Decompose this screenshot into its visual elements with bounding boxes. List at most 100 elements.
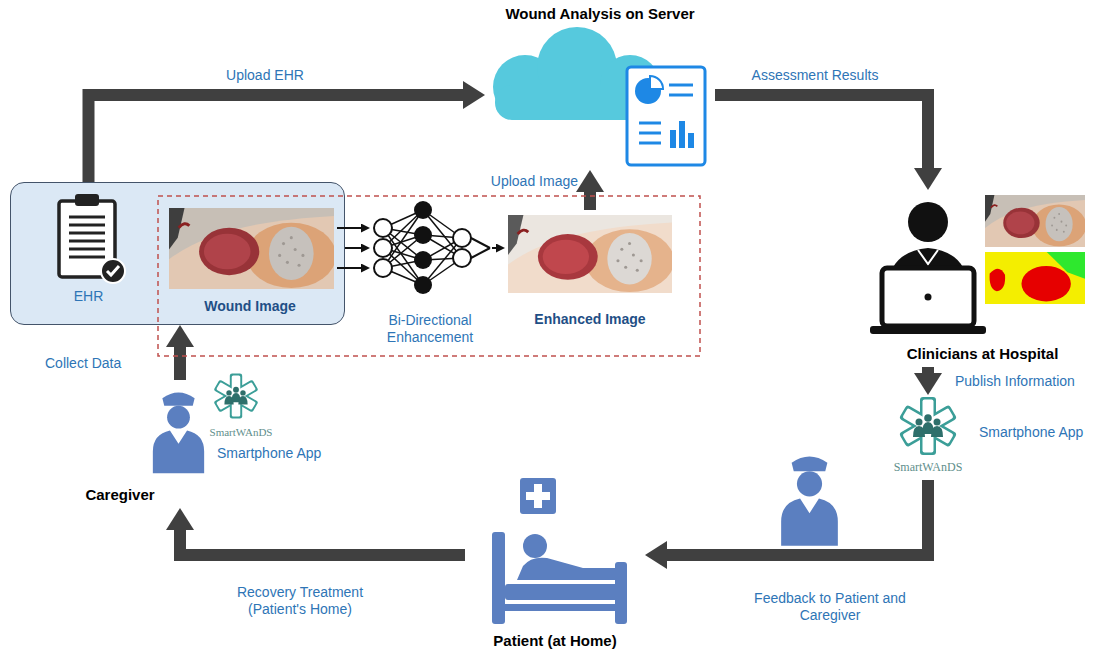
edge-label: Assessment Results: [752, 67, 879, 84]
server-node-icon: [485, 5, 715, 170]
wound-image-node-icon: [179, 224, 190, 228]
input-arrows: [337, 228, 361, 268]
caregiver-node: Caregiver: [70, 380, 210, 508]
ehr-node: EHR: [41, 187, 136, 312]
clinician-node-icon: [990, 269, 1006, 292]
input-arrow: [337, 227, 361, 229]
wound-image-node: Wound Image: [164, 201, 336, 319]
wound-image-node-icon: [169, 208, 185, 249]
clinician-node-icon: [908, 202, 948, 242]
patient-node: Patient (at Home): [465, 470, 645, 658]
edge-label-wrap: Upload EHR: [205, 66, 325, 84]
enhanced-image-node-icon: [620, 248, 623, 251]
enhancement-network-icon: [453, 229, 471, 247]
input-arrow: [337, 267, 361, 269]
flow-arrow: [715, 95, 928, 168]
enhanced-image-node-icon: [518, 230, 529, 234]
app-node-icon: [238, 396, 247, 405]
enhancement-network-icon: [414, 276, 432, 294]
enhanced-image-node-icon: [508, 215, 523, 255]
clinician-node-icon: [991, 205, 997, 208]
ehr-node-icon: [107, 266, 119, 275]
edge-label-wrap: Recovery Treatment (Patient's Home): [220, 584, 380, 618]
server-node: Wound Analysis on Server: [485, 5, 715, 170]
app-node-icon: [931, 426, 943, 437]
clinician-node-icon: [1061, 221, 1063, 223]
text-wrap: Smartphone App: [217, 444, 335, 462]
flow-arrow: [174, 347, 186, 380]
wound-image-node-icon: [247, 223, 336, 288]
node-label: EHR: [74, 288, 104, 305]
clinician-node-icon: [1021, 266, 1070, 302]
app-node-icon: [216, 382, 256, 410]
wound-image-node-icon: [169, 208, 336, 289]
enhancement-network-icon: [374, 239, 392, 257]
enhancement-frame: [158, 196, 700, 356]
nurse-icon: [781, 457, 838, 546]
edge-label-wrap: Publish Information: [955, 372, 1095, 390]
enhanced-image-node-icon: [632, 253, 635, 256]
edge-label: Upload EHR: [226, 67, 304, 84]
wound-image-node-icon: [286, 261, 289, 264]
flow-arrow: [667, 480, 928, 555]
app-node-icon: [934, 419, 941, 426]
patient-node-icon: [505, 584, 625, 600]
clinician-node-icon: [1063, 231, 1065, 233]
server-node-icon: [650, 76, 663, 89]
ehr-node-icon: [69, 216, 105, 219]
clinician-node: Clinicians at Hospital: [870, 190, 1095, 367]
flow-arrow: [584, 192, 596, 210]
clinician-node-icon: [1053, 217, 1055, 219]
server-node-icon: [639, 132, 661, 135]
server-node-icon: [688, 133, 694, 148]
wound-image-node-icon: [269, 227, 314, 280]
clinician-node-icon: [1032, 205, 1086, 247]
ehr-node-icon: [69, 240, 105, 243]
wound-image-node-icon: [199, 228, 259, 275]
clinician-node-icon: [985, 195, 994, 222]
ehr-node-icon: [69, 224, 105, 227]
enhanced-image-node-icon: [585, 229, 674, 292]
data-panel: EHR Wound Image: [10, 182, 345, 325]
enhanced-image-node-icon: [624, 266, 627, 269]
edge-label: Publish Information: [955, 373, 1075, 390]
caregiver-node-icon: [153, 393, 204, 474]
enhancement-network-icon: [471, 238, 490, 248]
patient-node-icon: [465, 470, 645, 658]
node-label: SmartWAnDS: [210, 426, 273, 439]
edge-label-wrap: Feedback to Patient and Caregiver: [740, 590, 920, 624]
edge-label-wrap: Collect Data: [45, 354, 155, 372]
node-label: SmartWAnDS: [894, 460, 963, 474]
app-node-icon: [902, 408, 953, 444]
enhanced-image-node-icon: [538, 234, 598, 280]
clinician-node-icon: [1058, 213, 1060, 215]
node-label: Wound Analysis on Server: [505, 5, 694, 23]
server-node-icon: [669, 84, 693, 87]
wound-image-node-icon: [278, 254, 281, 257]
clinician-node-icon: [882, 268, 974, 326]
text-wrap: Bi-Directional Enhancement: [370, 312, 490, 346]
node-label: Patient (at Home): [493, 632, 616, 650]
wound-image-node-icon: [298, 264, 301, 267]
text-wrap: Clinicians at Hospital: [870, 345, 1095, 363]
app-node-icon: [923, 400, 934, 453]
clinician-node-icon: [918, 250, 938, 264]
edge-label: Upload Image: [491, 173, 578, 190]
enhancement-network-icon: [414, 226, 432, 244]
node-label: Smartphone App: [979, 424, 1083, 441]
app-node: SmartWAnDS Smartphone App: [883, 395, 1093, 480]
clinician-node-icon: [925, 294, 932, 301]
enhancement-network-icon: [383, 210, 490, 285]
clinician-node-icon: [870, 190, 1095, 367]
enhancement-network: Bi-Directional Enhancement: [370, 190, 492, 360]
text-wrap: Caregiver: [70, 486, 170, 504]
ehr-node-icon: [69, 248, 105, 251]
node-label: Smartphone App: [217, 445, 321, 462]
patient-node-icon: [517, 558, 615, 580]
ehr-node-icon: [75, 194, 99, 206]
caregiver-node-icon: [153, 431, 204, 474]
enhancement-network-icon: [374, 259, 392, 277]
text-wrap: Smartphone App: [979, 423, 1093, 441]
